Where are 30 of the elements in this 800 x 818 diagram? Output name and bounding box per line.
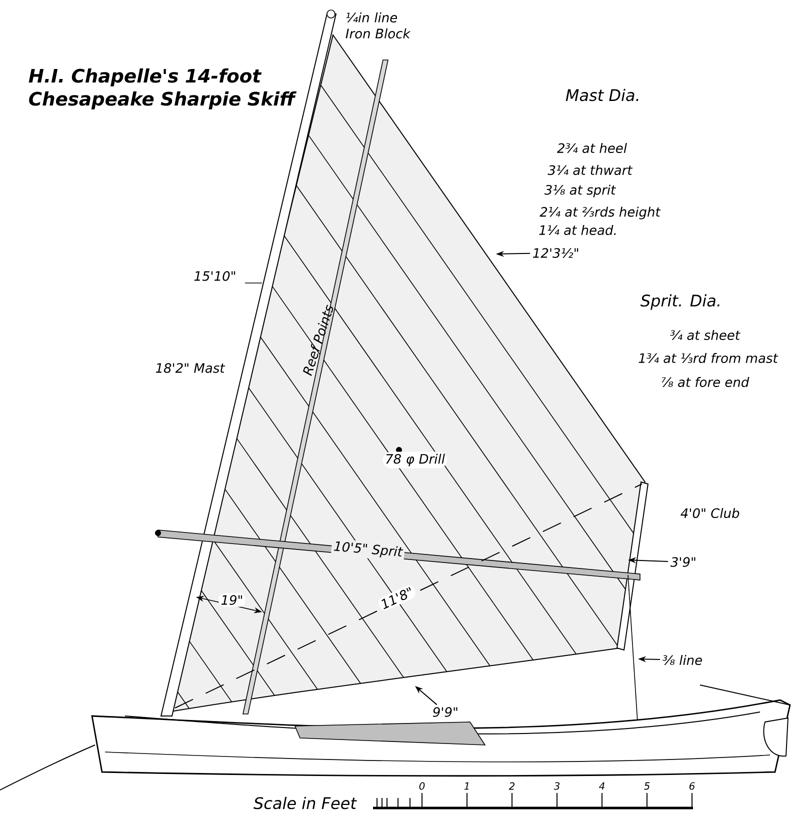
- note: ¼in line Iron Block: [346, 12, 411, 38]
- dimension-label: 10'5" Sprit: [330, 538, 406, 562]
- scale-number: 0: [419, 782, 425, 790]
- spar-label: Reef Points: [302, 304, 334, 376]
- note: ¾ at sheet: [670, 330, 740, 340]
- note: 3⅛ at sprit: [544, 184, 616, 198]
- dimension-label: 3'9": [670, 557, 696, 567]
- scale-number: 6: [689, 782, 695, 790]
- dimension-label: 12'3½": [533, 248, 578, 258]
- title: H.I. Chapelle's 14-foot Chesapeake Sharpie Skiff: [28, 68, 297, 110]
- note: ⅞ at fore end: [662, 376, 750, 388]
- dimension-label: ⅜ line: [662, 654, 702, 666]
- scale-number: 4: [599, 782, 604, 790]
- note: 2¼ at ⅔rds height: [540, 206, 661, 220]
- scale-number: 2: [508, 782, 515, 790]
- dimension-label: 18'2" Mast: [156, 363, 226, 373]
- note: 3¼ at thwart: [548, 164, 633, 176]
- note: 1¾ at ⅓rd from mast: [638, 352, 778, 364]
- scale-number: 1: [464, 782, 469, 790]
- note: 2¾ at heel: [557, 142, 627, 154]
- dimension-label: 4'0" Club: [680, 508, 740, 518]
- scale-number: 3: [554, 782, 560, 790]
- scale-number: 5: [644, 782, 650, 790]
- heading: Sprit. Dia.: [640, 294, 720, 310]
- heading: Mast Dia.: [566, 88, 638, 102]
- note: 1¼ at head.: [539, 224, 616, 236]
- scale-caption: Scale in Feet: [254, 796, 357, 810]
- dimension-label: 15'10": [194, 271, 236, 281]
- hole-label: 78 φ Drill: [383, 452, 447, 468]
- dimension-label: 9'9": [432, 707, 458, 717]
